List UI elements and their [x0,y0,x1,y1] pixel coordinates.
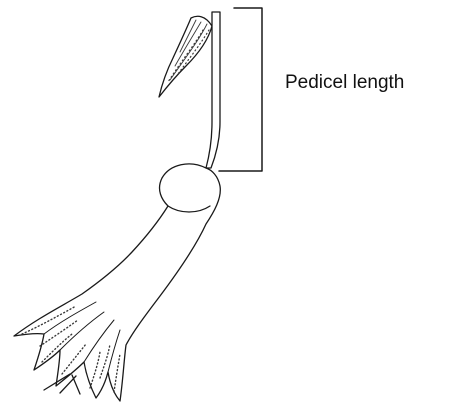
corolla [14,164,220,401]
pedicel-length-label: Pedicel length [285,71,404,95]
measurement-bracket [219,8,262,171]
